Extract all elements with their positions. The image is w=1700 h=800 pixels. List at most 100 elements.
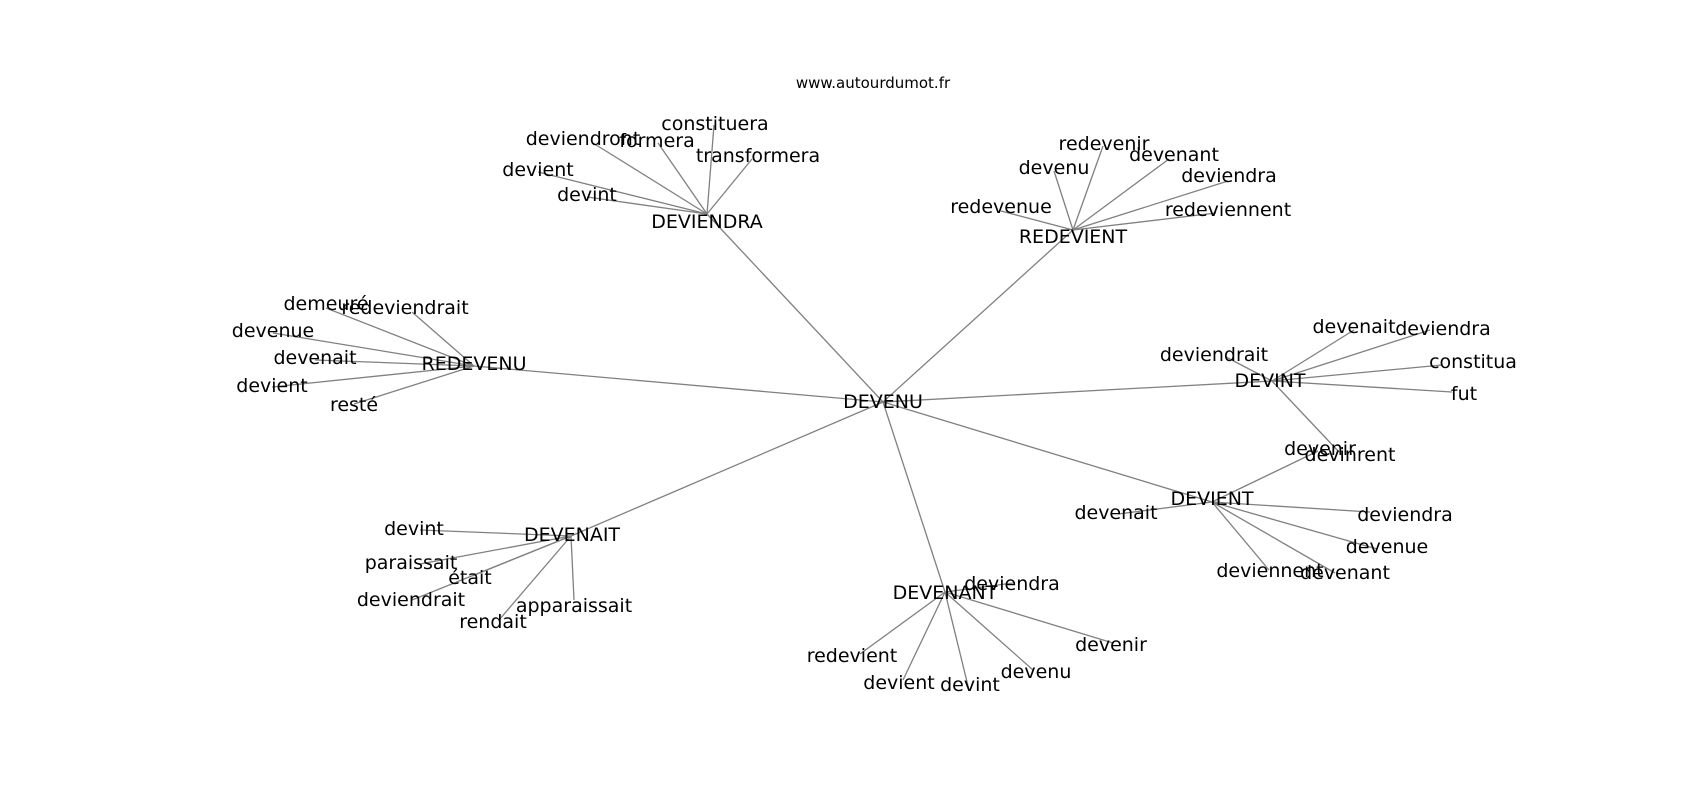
root-hub-edge xyxy=(706,213,884,403)
leaf-word-label[interactable]: apparaissait xyxy=(516,595,632,617)
leaf-word-label[interactable]: devient xyxy=(236,375,307,397)
leaf-word-label[interactable]: deviennent xyxy=(1216,560,1323,582)
root-hub-edge xyxy=(882,229,1074,403)
hub-leaf-edge xyxy=(1000,210,1074,231)
leaf-word-label[interactable]: resté xyxy=(330,394,378,416)
hub-leaf-edge xyxy=(657,142,708,215)
site-url: www.autourdumot.fr xyxy=(796,74,951,92)
hub-leaf-edge xyxy=(706,124,715,215)
hub-leaf-edge xyxy=(944,591,970,691)
hub-leaf-edge xyxy=(1271,380,1453,393)
root-hub-edge xyxy=(882,401,946,593)
leaf-word-label[interactable]: redeviendrait xyxy=(341,297,468,319)
hub-leaf-edge xyxy=(1072,180,1229,231)
hub-leaf-edge xyxy=(1117,501,1213,515)
leaf-word-label[interactable]: devint xyxy=(557,184,617,206)
leaf-word-label[interactable]: redevient xyxy=(807,645,898,667)
leaf-word-label[interactable]: devint xyxy=(384,518,444,540)
hub-leaf-edge xyxy=(706,158,753,215)
hub-leaf-edge xyxy=(1225,356,1273,382)
hub-word-label[interactable]: DEVENAIT xyxy=(524,524,620,546)
leaf-word-label[interactable]: devint xyxy=(940,674,1000,696)
hub-leaf-edge xyxy=(859,591,946,655)
hub-leaf-edge xyxy=(944,591,1114,644)
leaf-word-label[interactable]: devenait xyxy=(1312,316,1395,338)
hub-leaf-edge xyxy=(586,196,708,215)
hub-leaf-edge xyxy=(1072,158,1170,231)
hub-leaf-edge xyxy=(1072,145,1104,231)
hub-word-label[interactable]: DEVIENT xyxy=(1170,488,1253,510)
hub-leaf-edge xyxy=(1271,380,1340,453)
leaf-word-label[interactable]: deviendra xyxy=(1395,318,1491,340)
leaf-word-label[interactable]: devenir xyxy=(1284,438,1356,460)
edges-layer xyxy=(271,124,1453,691)
leaf-word-label[interactable]: demeuré xyxy=(283,293,368,315)
hub-word-label[interactable]: REDEVENU xyxy=(422,353,527,375)
hub-leaf-edge xyxy=(944,582,1014,593)
leaf-word-label[interactable]: transformera xyxy=(696,145,820,167)
hub-leaf-edge xyxy=(325,307,475,367)
root-hub-edge xyxy=(473,365,884,403)
labels-layer: DEVENUDEVIENDRAdeviendrontformeraconstit… xyxy=(232,113,1517,696)
hub-leaf-edge xyxy=(272,332,475,367)
root-word-label[interactable]: DEVENU xyxy=(843,391,923,413)
leaf-word-label[interactable]: devenue xyxy=(232,320,314,342)
leaf-word-label[interactable]: devenant xyxy=(1300,562,1390,584)
root-hub-edge xyxy=(882,401,1213,503)
leaf-word-label[interactable]: deviendra xyxy=(1181,165,1277,187)
hub-leaf-edge xyxy=(592,142,708,215)
leaf-word-label[interactable]: rendait xyxy=(459,611,527,633)
leaf-word-label[interactable]: paraissait xyxy=(365,552,458,574)
leaf-word-label[interactable]: devinrent xyxy=(1305,444,1396,466)
leaf-word-label[interactable]: devenait xyxy=(273,347,356,369)
hub-leaf-edge xyxy=(1211,501,1270,571)
leaf-word-label[interactable]: devenir xyxy=(1075,634,1147,656)
leaf-word-label[interactable]: deviendra xyxy=(964,573,1060,595)
hub-leaf-edge xyxy=(1271,364,1443,382)
leaf-word-label[interactable]: redevenue xyxy=(950,196,1052,218)
leaf-word-label[interactable]: devenu xyxy=(1001,661,1072,683)
hub-leaf-edge xyxy=(314,359,475,367)
hub-leaf-edge xyxy=(271,365,475,388)
hub-leaf-edge xyxy=(1271,329,1431,382)
leaf-word-label[interactable]: était xyxy=(448,567,492,589)
hub-leaf-edge xyxy=(498,535,572,621)
leaf-word-label[interactable]: deviendra xyxy=(1357,504,1453,526)
leaf-word-label[interactable]: deviendront xyxy=(526,128,641,150)
hub-word-label[interactable]: DEVENANT xyxy=(893,582,998,604)
leaf-word-label[interactable]: devient xyxy=(863,672,934,694)
leaf-word-label[interactable]: devenant xyxy=(1129,144,1219,166)
hub-word-label[interactable]: DEVINT xyxy=(1234,370,1305,392)
hub-leaf-edge xyxy=(1053,170,1074,231)
leaf-word-label[interactable]: devient xyxy=(502,159,573,181)
hub-leaf-edge xyxy=(353,365,475,405)
leaf-word-label[interactable]: devenu xyxy=(1019,157,1090,179)
leaf-word-label[interactable]: constitua xyxy=(1429,351,1517,373)
leaf-word-label[interactable]: devenait xyxy=(1074,502,1157,524)
hub-leaf-edge xyxy=(1072,212,1217,231)
leaf-word-label[interactable]: deviendrait xyxy=(357,589,465,611)
hub-word-label[interactable]: DEVIENDRA xyxy=(651,211,763,233)
hub-leaf-edge xyxy=(1271,329,1355,382)
leaf-word-label[interactable]: fut xyxy=(1451,383,1477,405)
hub-leaf-edge xyxy=(902,591,946,681)
hub-leaf-edge xyxy=(537,171,708,215)
leaf-word-label[interactable]: constituera xyxy=(661,113,768,135)
leaf-word-label[interactable]: devenue xyxy=(1346,536,1428,558)
leaf-word-label[interactable]: redeviennent xyxy=(1165,199,1291,221)
leaf-word-label[interactable]: formera xyxy=(619,130,694,152)
hub-leaf-edge xyxy=(411,535,572,601)
hub-leaf-edge xyxy=(1211,501,1371,513)
leaf-word-label[interactable]: redevenir xyxy=(1059,133,1150,155)
hub-leaf-edge xyxy=(411,311,475,367)
root-hub-edge xyxy=(570,401,884,537)
hub-leaf-edge xyxy=(1211,501,1378,550)
hub-leaf-edge xyxy=(944,591,1034,671)
leaf-word-label[interactable]: deviendrait xyxy=(1160,344,1268,366)
hub-leaf-edge xyxy=(1211,450,1319,503)
hub-word-label[interactable]: REDEVIENT xyxy=(1019,226,1128,248)
hub-leaf-edge xyxy=(570,535,575,601)
hub-leaf-edge xyxy=(1211,501,1336,574)
root-hub-edge xyxy=(882,380,1273,403)
